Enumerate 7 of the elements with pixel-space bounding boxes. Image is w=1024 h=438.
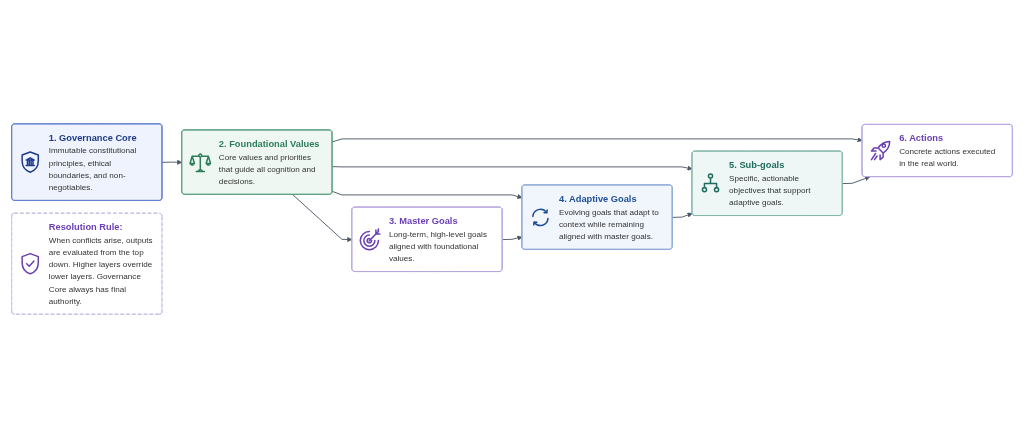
- process-box: 2. Foundational Values Core values and priorities that guide all cognition and decisions.: [181, 129, 333, 195]
- process-box: 6. Actions Concrete actions executed in the real world.: [861, 124, 1013, 178]
- process-box: 4. Adaptive Goals Evolving goals that adapt to context while remaining aligned with master goals.: [521, 184, 673, 250]
- note-box: Resolution Rule: When conflicts arise, outputs are evaluated from the top down. Higher layers override lower layers. Governance Core always has final authority.: [11, 212, 163, 315]
- process-box: 1. Governance Core Immutable constitutional principles, ethical boundaries, and non-negotiables.: [11, 123, 163, 201]
- process-box: 5. Sub-goals Specific, actionable objectives that support adaptive goals.: [691, 150, 843, 216]
- process-box: 3. Master Goals Long-term, high-level goals aligned with foundational values.: [351, 206, 503, 272]
